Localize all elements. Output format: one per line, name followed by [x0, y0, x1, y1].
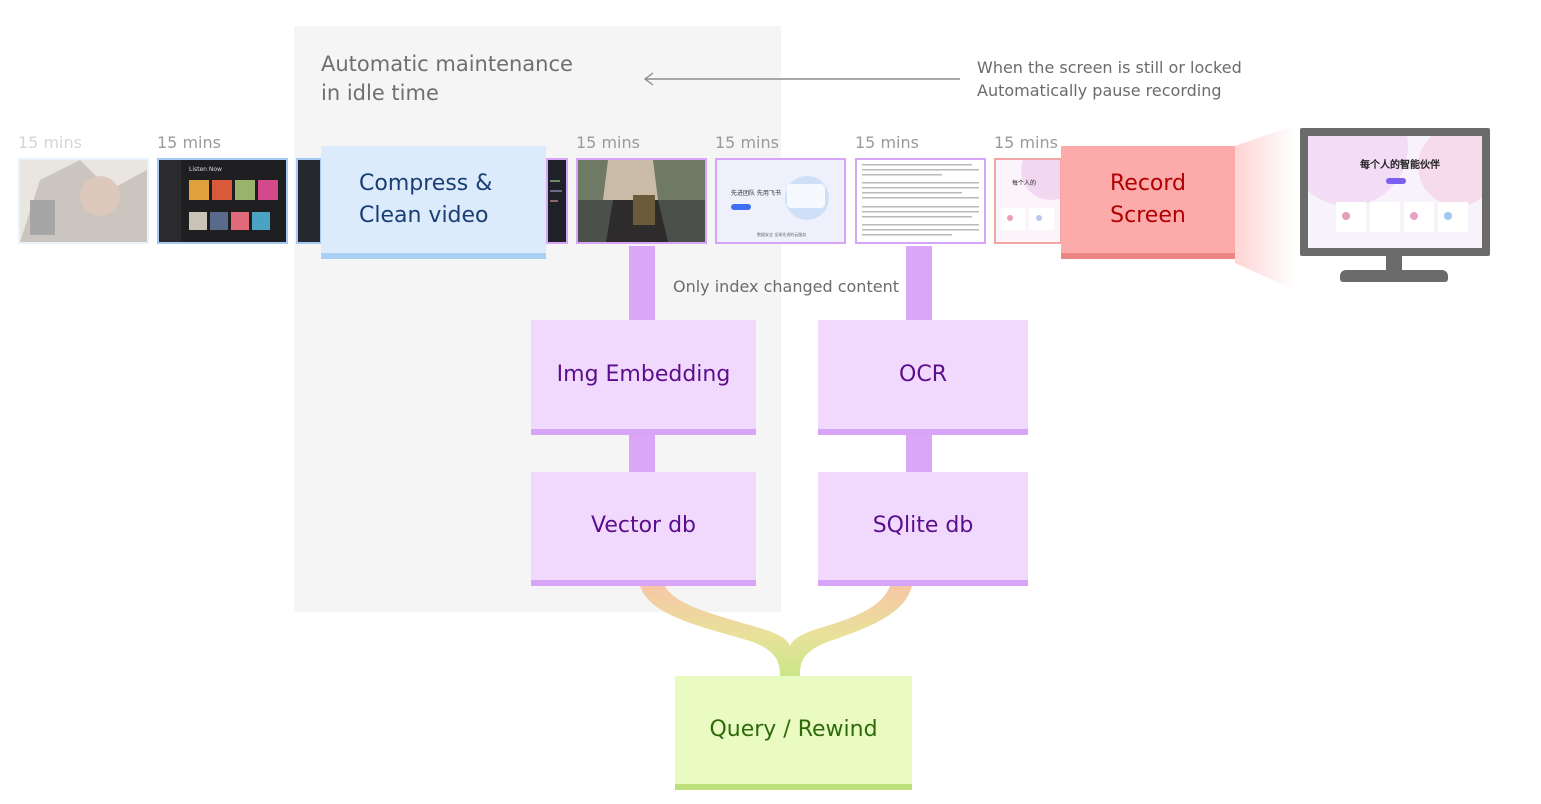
pipe-connector: [906, 246, 932, 320]
left-arrow-icon: [643, 72, 960, 86]
pipe-connector: [629, 435, 655, 472]
screenshot-thumbnail-assistant: 每个人的: [994, 158, 1062, 244]
interval-label: 15 mins: [855, 133, 919, 152]
screenshot-thumbnail-music-app: Listen Now: [157, 158, 288, 244]
sqlite-db-stage: SQlite db: [818, 472, 1028, 586]
screenshot-thumbnail-photo: [576, 158, 707, 244]
screenshot-thumbnail-code: [296, 158, 322, 244]
record-light-beam: [1235, 125, 1295, 290]
interval-label: 15 mins: [715, 133, 779, 152]
img-embedding-stage: Img Embedding: [531, 320, 756, 435]
interval-label: 15 mins: [994, 133, 1058, 152]
ocr-stage: OCR: [818, 320, 1028, 435]
feishu-footer-text: 数据安全 全球先进的云服务: [757, 232, 807, 237]
monitor-screen: 每个人的智能伙伴: [1308, 136, 1482, 248]
interval-label: 15 mins: [576, 133, 640, 152]
pause-note-line1: When the screen is still or locked: [977, 58, 1242, 77]
screenshot-thumbnail-anime: [18, 158, 149, 244]
pipe-connector: [906, 435, 932, 472]
pause-note: When the screen is still or locked Autom…: [977, 56, 1242, 102]
screenshot-thumbnail-code: [546, 158, 568, 244]
feishu-banner-text: 先进团队 先用飞书: [731, 190, 781, 197]
merge-connector: [640, 586, 912, 678]
interval-label: 15 mins: [157, 133, 221, 152]
query-rewind-stage: Query / Rewind: [675, 676, 912, 790]
compress-clean-video-stage: Compress &Clean video: [321, 146, 546, 259]
music-app-heading: Listen Now: [189, 166, 222, 173]
monitor-headline: 每个人的智能伙伴: [1360, 160, 1440, 171]
screenshot-thumbnail-feishu: 先进团队 先用飞书 数据安全 全球先进的云服务: [715, 158, 846, 244]
pause-note-line2: Automatically pause recording: [977, 81, 1222, 100]
monitor-icon: 每个人的智能伙伴: [1300, 128, 1490, 282]
screenshot-thumbnail-document: [855, 158, 986, 244]
assistant-headline-cropped: 每个人的: [1012, 180, 1037, 187]
vector-db-stage: Vector db: [531, 472, 756, 586]
pipe-connector: [629, 246, 655, 320]
interval-label: 15 mins: [18, 133, 82, 152]
index-changed-note: Only index changed content: [673, 277, 899, 296]
